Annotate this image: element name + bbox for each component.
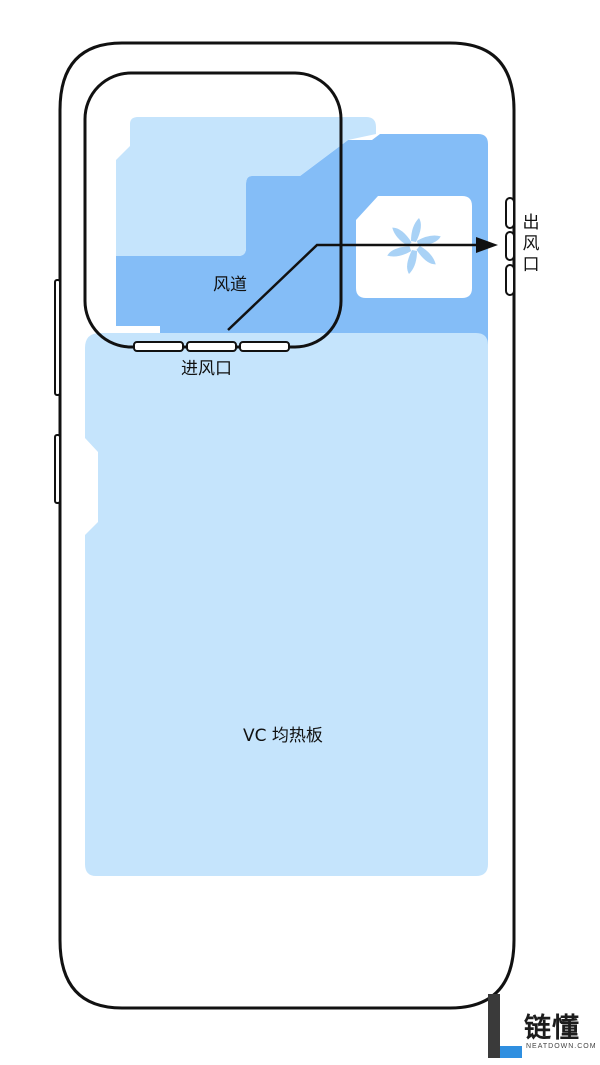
watermark-domain: NEATDOWN.COM [526,1043,597,1050]
outlet-slot-3 [505,264,515,296]
vc-plate [85,333,488,876]
inlet-label: 进风口 [181,359,232,379]
brand-logo [488,994,522,1058]
inlet-vent-1 [133,341,184,352]
fan-icon [387,218,441,274]
power-button [54,434,61,504]
outlet-label: 出风口 [522,213,540,275]
fan-housing [356,196,472,298]
fan-blade [416,245,436,265]
fan-blade [411,218,421,242]
phone-outline [58,41,516,1010]
volume-button [54,279,61,396]
upper-heat-spreader [116,117,376,256]
outlet-slot-1 [505,197,515,229]
airflow-arrowhead [476,237,498,253]
logo-accent [500,1046,522,1058]
fan-blade [407,250,417,274]
fan-blade [392,227,412,247]
airflow-arrow [227,243,490,331]
inlet-vent-3 [239,341,290,352]
logo-mark [488,994,522,1058]
duct-label: 风道 [213,275,247,295]
vc-plate-label: VC 均热板 [243,726,323,746]
watermark-brand: 链懂 [524,1013,580,1044]
fan-blade [387,246,412,257]
outlet-slot-2 [505,231,515,261]
fan-blade [416,235,441,246]
inlet-vent-2 [186,341,237,352]
